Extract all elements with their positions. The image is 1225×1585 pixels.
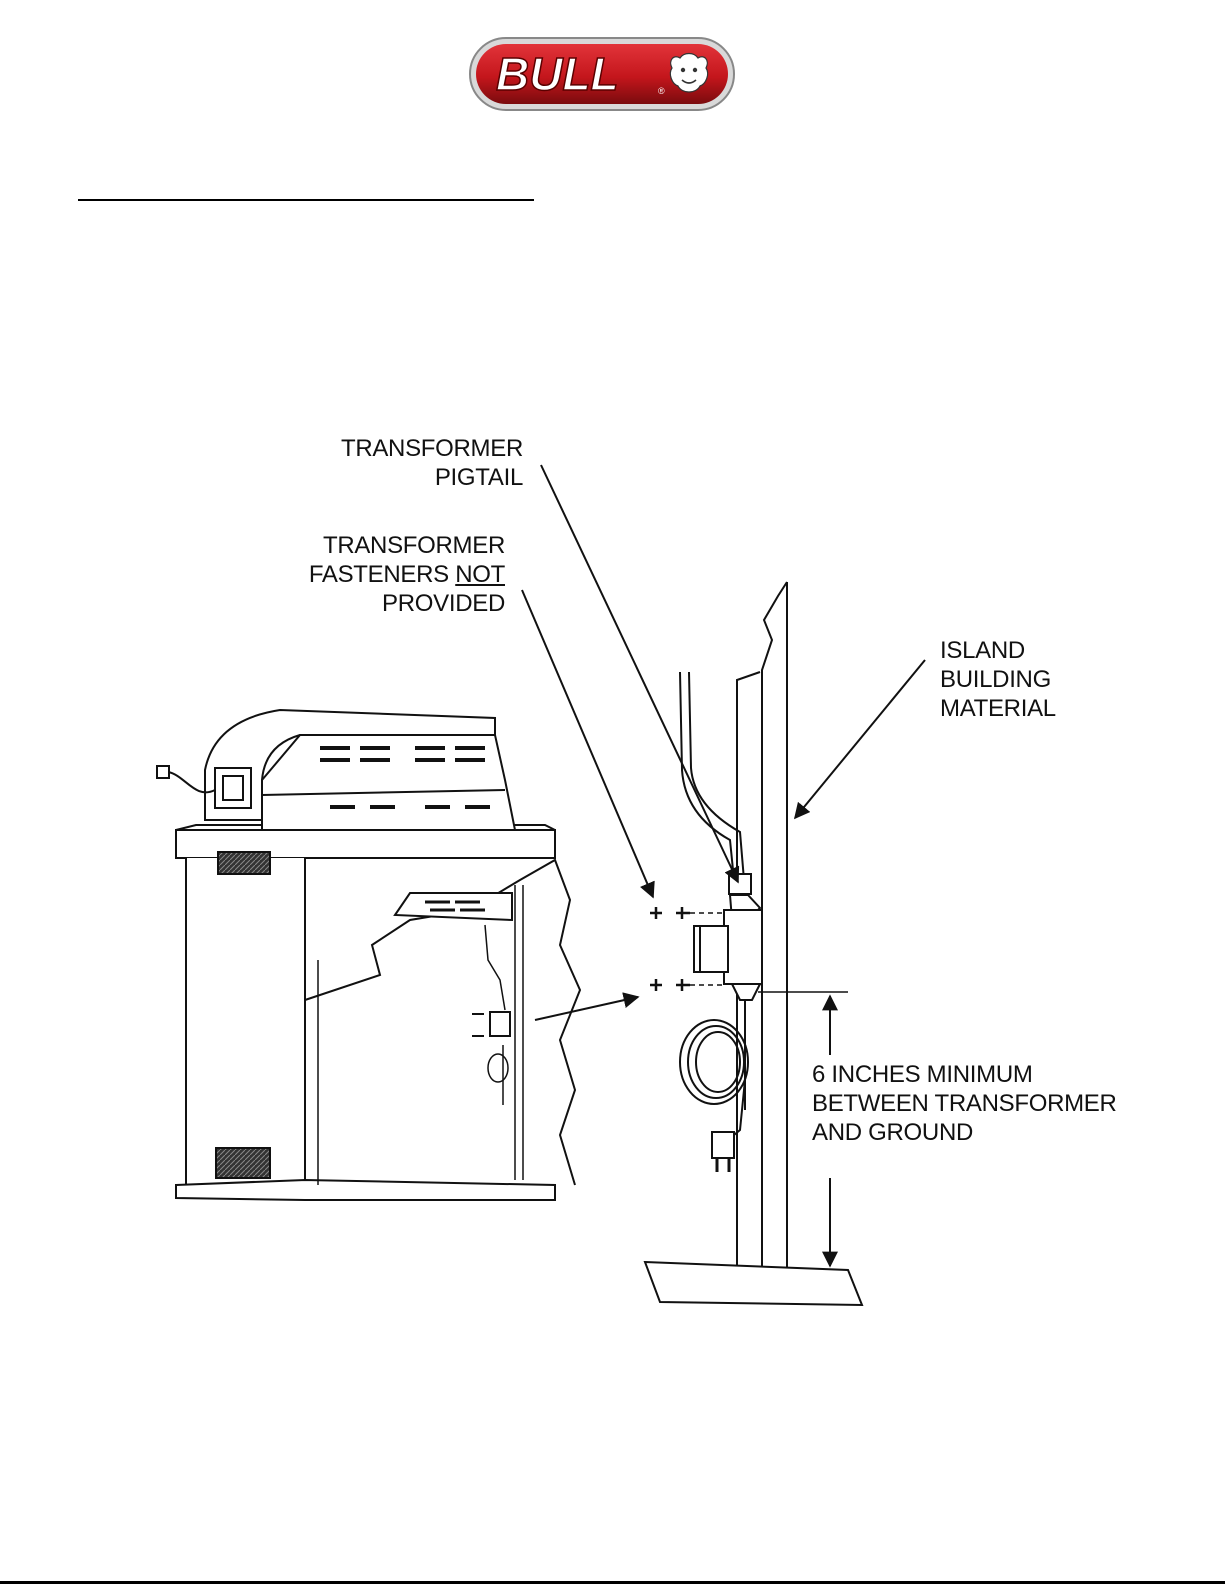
detail-callout-arrow [535, 997, 638, 1020]
label-transformer-pigtail: TRANSFORMER PIGTAIL [330, 434, 523, 492]
label-text: FASTENERS [309, 561, 455, 588]
grill-island-illustration [176, 825, 580, 1200]
label-line: PROVIDED [300, 589, 505, 618]
label-emphasis-not: NOT [455, 561, 505, 588]
label-line: TRANSFORMER [300, 531, 505, 560]
label-clearance-dimension: 6 INCHES MINIMUM BETWEEN TRANSFORMER AND… [812, 1060, 1117, 1147]
pigtail-leader-arrow [541, 465, 738, 882]
label-line: 6 INCHES MINIMUM [812, 1060, 1117, 1089]
label-line: BETWEEN TRANSFORMER [812, 1089, 1117, 1118]
island-leader-arrow [795, 660, 925, 818]
label-island-building-material: ISLAND BUILDING MATERIAL [940, 636, 1056, 723]
grill-head-illustration [157, 710, 515, 830]
label-line: ISLAND [940, 636, 1056, 665]
label-line: TRANSFORMER [330, 434, 523, 463]
label-line: FASTENERS NOT [300, 560, 505, 589]
label-transformer-fasteners: TRANSFORMER FASTENERS NOT PROVIDED [300, 531, 505, 618]
label-line: BUILDING [940, 665, 1056, 694]
footer-rule [0, 1581, 1225, 1584]
label-line: MATERIAL [940, 694, 1056, 723]
label-line: AND GROUND [812, 1118, 1117, 1147]
label-line: PIGTAIL [330, 463, 523, 492]
